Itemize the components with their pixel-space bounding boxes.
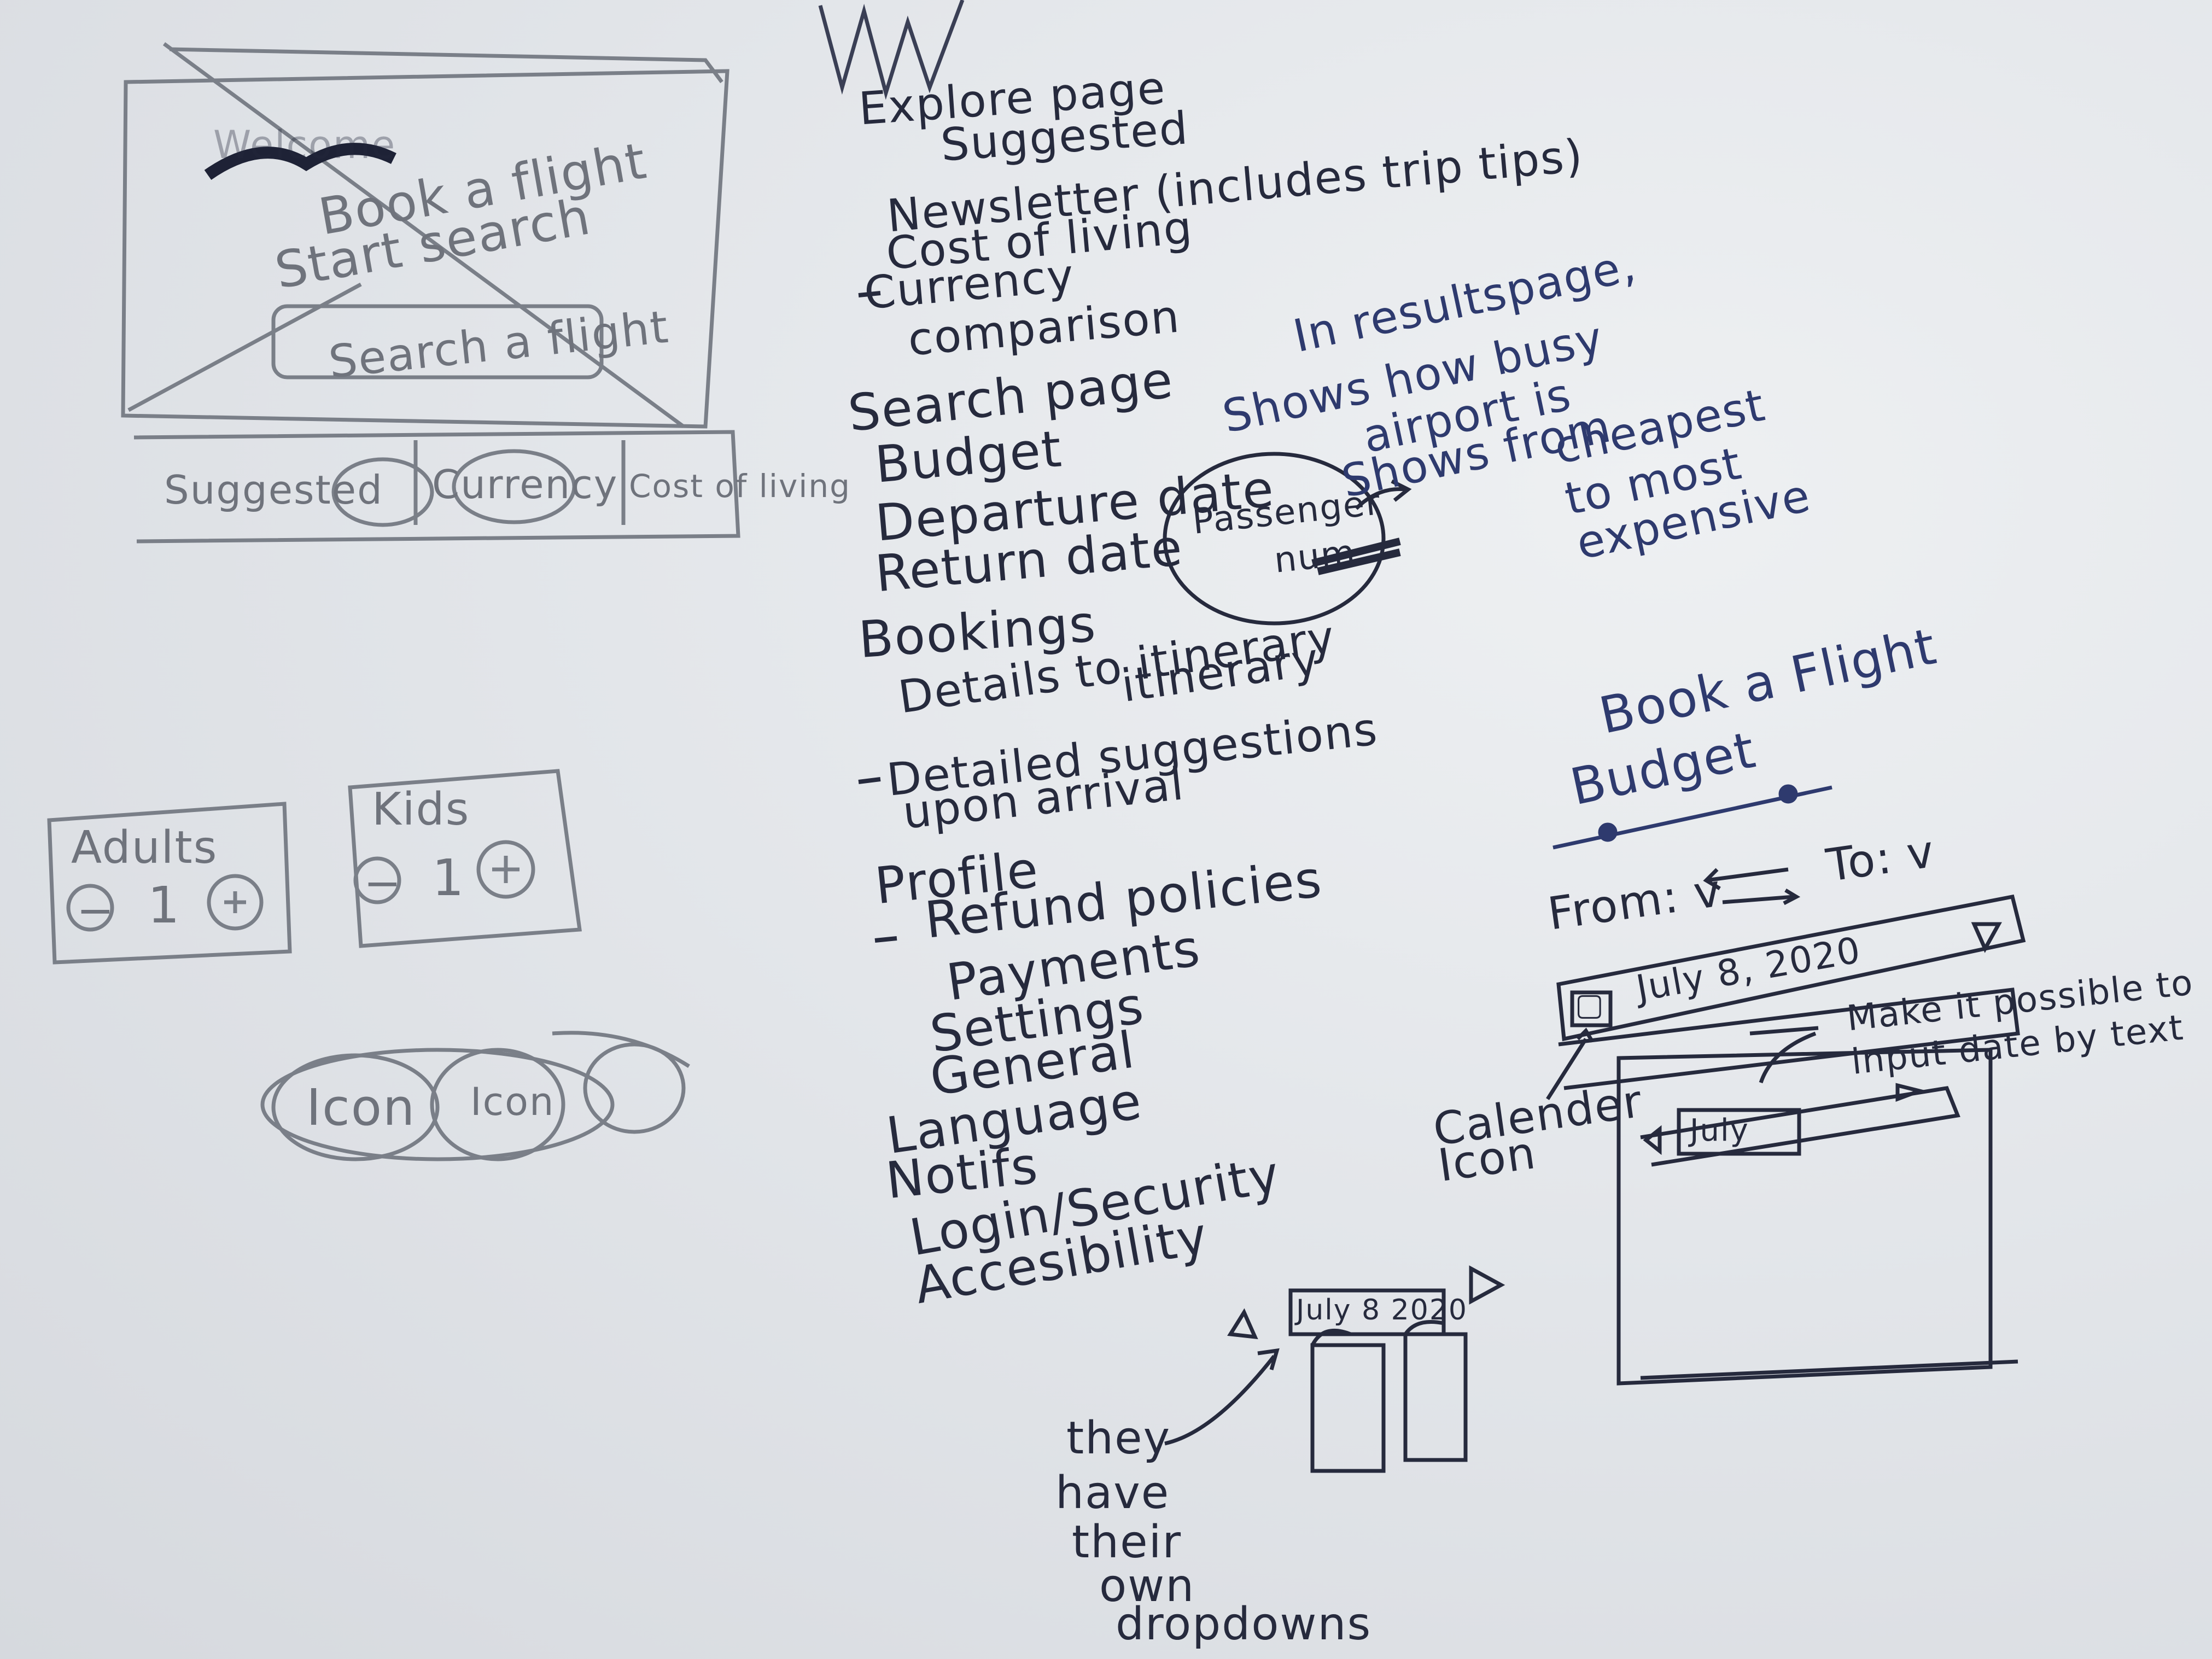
minus-icon[interactable]: −	[77, 885, 115, 937]
dropdown-note-line1: they	[1066, 1412, 1171, 1464]
passenger-label-line2: num.	[1272, 531, 1370, 581]
passenger-circle	[1163, 452, 1412, 626]
pill-icon-2[interactable]: Icon	[470, 1079, 555, 1124]
counters	[47, 769, 582, 965]
calendar-month-select[interactable]: July	[1690, 1113, 1749, 1148]
home-nav-item-suggested[interactable]: Suggested	[164, 467, 383, 513]
booking-form	[1546, 867, 2026, 1386]
home-welcome-scribble: Welcome	[213, 122, 396, 167]
home-nav-item-cost-of-living[interactable]: Cost of living	[629, 468, 851, 505]
budget-slider	[1553, 784, 1832, 850]
dropdown-note-line2: have	[1055, 1467, 1170, 1519]
mini-calendar	[1164, 1265, 1505, 1473]
adults-label: Adults	[71, 822, 218, 874]
mini-calendar-month[interactable]: July 8 2020	[1296, 1294, 1468, 1327]
pill-group	[260, 1031, 690, 1161]
adults-value: 1	[148, 876, 181, 934]
dropdown-note-line4: own	[1099, 1560, 1195, 1612]
minus-icon[interactable]: −	[364, 857, 402, 909]
welcome-scribble	[204, 143, 396, 180]
kids-value: 1	[432, 849, 465, 907]
home-nav-item-currency[interactable]: Currency	[432, 462, 618, 507]
dropdown-note-line3: their	[1072, 1516, 1182, 1568]
top-scribble	[818, 0, 965, 100]
calendar-icon[interactable]: ▢	[1575, 987, 1605, 1023]
pill-icon-1[interactable]: Icon	[306, 1078, 416, 1137]
home-wireframe	[121, 42, 740, 544]
list-dashes	[858, 291, 897, 943]
kids-label: Kids	[372, 784, 470, 836]
calendar-icon-note-line2: Icon	[1435, 1126, 1540, 1193]
dropdown-note-line5: dropdowns	[1116, 1598, 1372, 1650]
